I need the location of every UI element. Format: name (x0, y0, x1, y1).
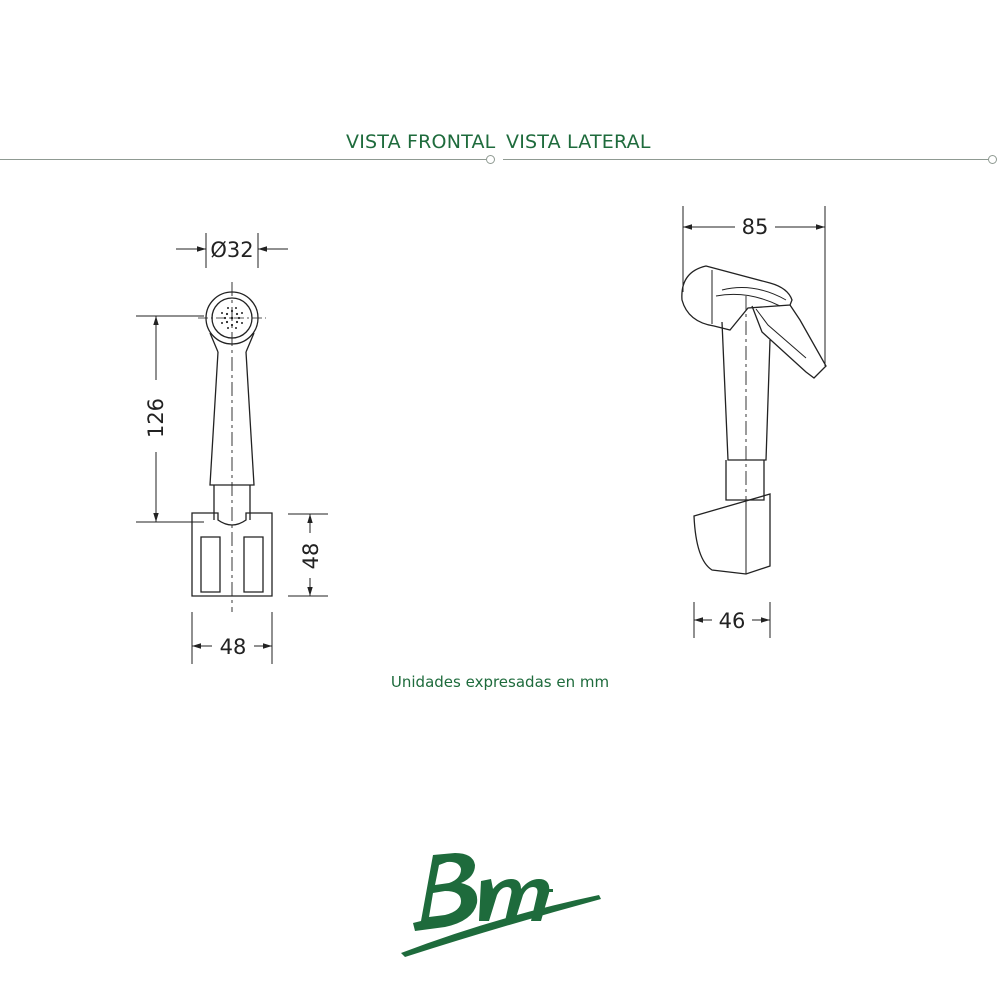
header-rule-left (0, 159, 486, 160)
dim-side-base: 46 (719, 609, 746, 633)
section-title-front: VISTA FRONTAL (346, 131, 496, 153)
side-head (681, 265, 793, 331)
front-holder (191, 512, 273, 597)
dim-side-length: 85 (742, 215, 769, 239)
header-rule-left-endpoint (486, 155, 495, 164)
units-note: Unidades expresadas en mm (390, 673, 610, 691)
side-handle (721, 321, 771, 461)
front-view (136, 233, 328, 664)
side-trigger (751, 304, 827, 379)
front-holder-slot-right (243, 536, 264, 593)
dim-diameter: Ø32 (210, 238, 253, 262)
dim-holder-height: 48 (299, 543, 323, 570)
section-title-side: VISTA LATERAL (506, 131, 651, 153)
front-hose-connector (213, 485, 251, 520)
front-neck (209, 332, 255, 353)
bm-logo (401, 853, 601, 957)
side-view (681, 206, 827, 638)
side-holder (693, 493, 771, 575)
front-holder-slot-left (200, 536, 221, 593)
header-rule-right-endpoint (988, 155, 997, 164)
dim-holder-width: 48 (220, 635, 247, 659)
side-hose-connector (725, 460, 765, 501)
header-rule-right (503, 159, 988, 160)
dim-handle-height: 126 (144, 398, 168, 438)
